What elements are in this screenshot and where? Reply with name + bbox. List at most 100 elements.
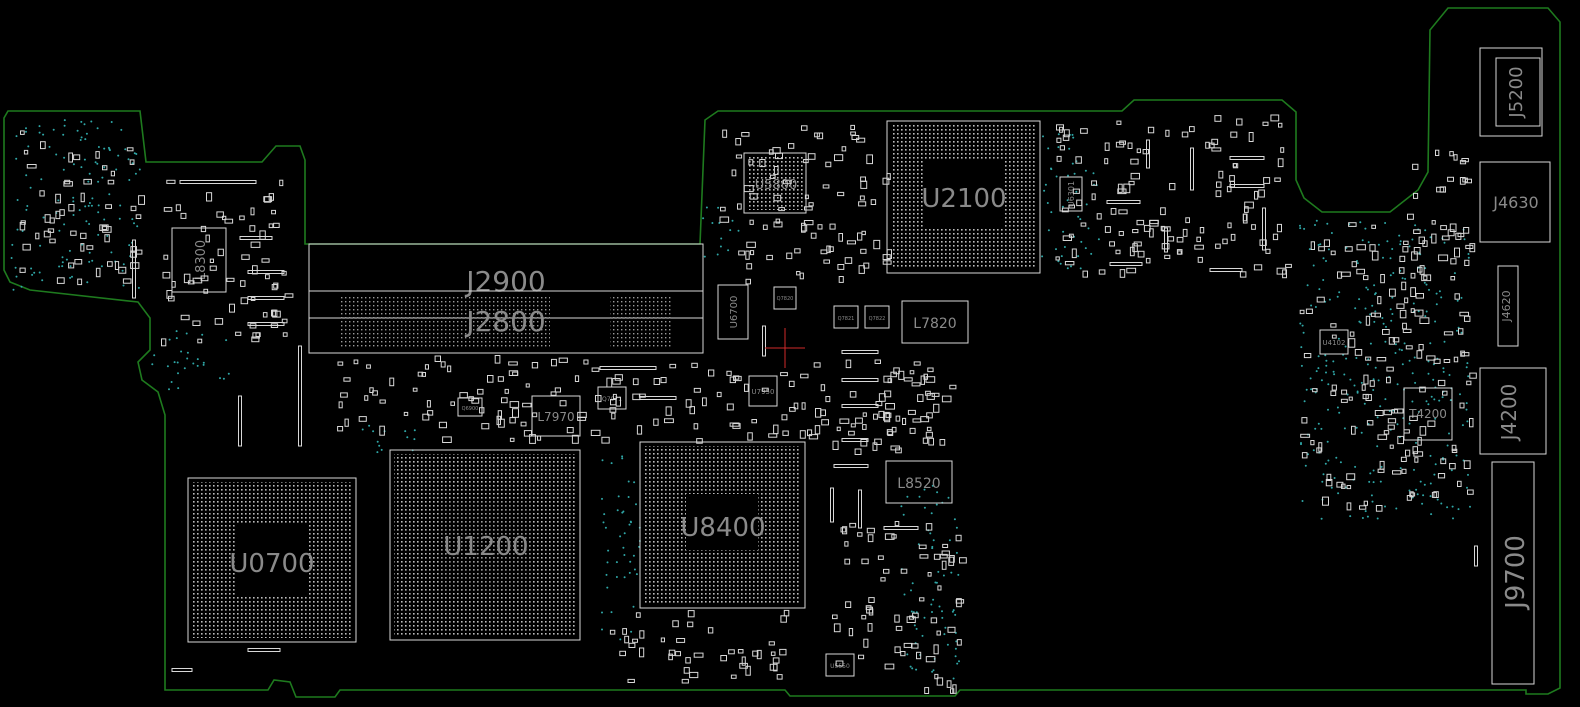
via-dot: [1467, 253, 1470, 255]
via-dot: [177, 387, 180, 390]
via-dot: [720, 237, 723, 240]
label-u4102: U4102: [1323, 339, 1346, 347]
via-dot: [55, 153, 58, 156]
via-dot: [1366, 363, 1369, 366]
passive-part: [934, 673, 939, 680]
passive-part: [1071, 248, 1077, 259]
via-dot: [1358, 320, 1361, 323]
passive-part: [653, 378, 661, 385]
passive-part: [825, 161, 832, 168]
passive-part: [1396, 303, 1405, 309]
label-j4630: J4630: [1492, 193, 1538, 212]
via-dot: [1456, 299, 1459, 302]
via-dot: [16, 228, 19, 231]
via-dot: [63, 223, 66, 226]
via-dot: [1413, 468, 1415, 471]
via-dot: [1367, 241, 1370, 244]
via-dot: [952, 609, 955, 612]
via-dot: [931, 611, 933, 613]
passive-part: [639, 630, 645, 639]
trace-part: [1190, 147, 1194, 191]
via-dot: [100, 265, 103, 268]
via-dot: [632, 554, 635, 557]
passive-part: [883, 568, 890, 574]
passive-part: [1130, 172, 1140, 180]
passive-part: [1215, 243, 1221, 249]
via-dot: [69, 265, 72, 268]
passive-part: [366, 364, 371, 369]
via-dot: [1365, 286, 1368, 289]
passive-part: [909, 427, 916, 434]
via-dot: [87, 204, 90, 207]
passive-part: [612, 378, 621, 385]
label-l7820: L7820: [913, 316, 956, 332]
passive-part: [20, 220, 26, 225]
via-dot: [1066, 267, 1069, 270]
via-dot: [1306, 284, 1309, 287]
via-dot: [1047, 147, 1050, 150]
via-dot: [1379, 480, 1382, 483]
via-dot: [627, 496, 630, 498]
passive-part: [1075, 156, 1082, 164]
via-dot: [1455, 454, 1458, 457]
via-dot: [906, 653, 909, 656]
via-dot: [1353, 384, 1356, 387]
trace-part: [247, 322, 285, 326]
passive-part: [1407, 213, 1414, 220]
passive-part: [1414, 309, 1424, 317]
via-dot: [177, 372, 179, 375]
passive-part: [861, 614, 867, 620]
passive-part: [110, 170, 116, 177]
passive-part: [927, 367, 934, 373]
via-dot: [1435, 303, 1438, 306]
label-u2100: U2100: [921, 184, 1006, 214]
passive-part: [1437, 379, 1446, 387]
passive-part: [874, 359, 881, 364]
passive-part: [804, 194, 809, 200]
bga-u1200: U1200: [389, 449, 581, 641]
via-dot: [1314, 306, 1317, 308]
passive-part: [873, 413, 878, 420]
via-dot: [1092, 172, 1095, 175]
passive-part: [849, 522, 857, 528]
via-dot: [936, 491, 939, 494]
passive-part: [1165, 129, 1170, 137]
via-dot: [1429, 342, 1432, 345]
passive-part: [693, 423, 699, 430]
passive-part: [1211, 138, 1219, 145]
passive-part: [1421, 274, 1432, 282]
via-dot: [16, 199, 19, 201]
passive-part: [1410, 308, 1415, 314]
via-dot: [1432, 378, 1435, 381]
trace-part: [132, 239, 136, 299]
via-dot: [931, 670, 934, 673]
passive-part: [918, 544, 927, 550]
via-dot: [1314, 427, 1317, 430]
via-dot: [25, 174, 28, 177]
passive-part: [632, 378, 639, 386]
via-dot: [103, 218, 106, 221]
via-dot: [1047, 229, 1050, 232]
via-dot: [1374, 293, 1376, 296]
via-dot: [124, 148, 127, 151]
passive-part: [1463, 460, 1471, 469]
label-u7950: U7950: [752, 388, 775, 396]
via-dot: [934, 581, 937, 584]
via-dot: [1299, 322, 1302, 325]
passive-part: [1341, 389, 1348, 395]
via-dot: [168, 388, 170, 391]
via-dot: [1063, 246, 1066, 248]
passive-components: [19, 114, 1478, 694]
passive-part: [250, 207, 255, 216]
via-dot: [900, 505, 903, 508]
passive-part: [759, 159, 766, 168]
passive-part: [894, 646, 901, 654]
passive-part: [803, 159, 809, 164]
passive-part: [880, 577, 886, 582]
via-dot: [202, 361, 205, 364]
via-dot: [1332, 370, 1335, 373]
via-dot: [1324, 354, 1327, 357]
via-dot: [623, 554, 626, 556]
passive-part: [622, 628, 628, 635]
via-dot: [1310, 388, 1313, 391]
